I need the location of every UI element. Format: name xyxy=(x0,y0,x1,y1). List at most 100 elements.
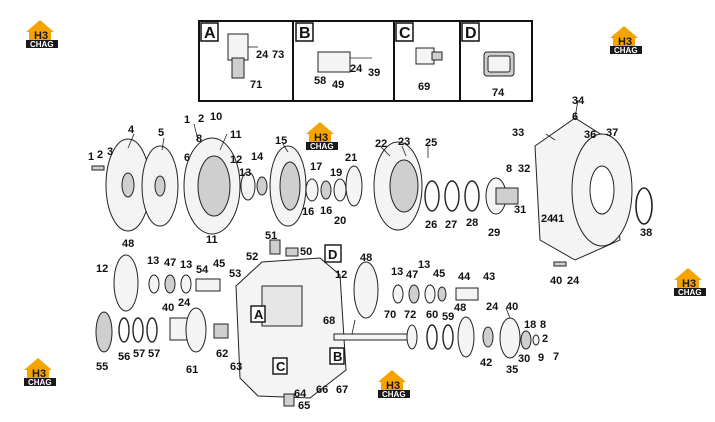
upper-assembly xyxy=(91,117,653,267)
callout-label: 36 xyxy=(584,129,596,141)
marker-a: A xyxy=(254,307,264,322)
callout-label: 45 xyxy=(433,268,445,280)
callout-label: 41 xyxy=(552,213,564,225)
main-shaft-part xyxy=(333,333,415,341)
callout-label: 20 xyxy=(334,215,346,227)
inset-panel: A 24 73 71 B 58 49 24 39 C 69 xyxy=(198,20,533,102)
callout-label: 34 xyxy=(572,95,585,107)
inset-a: A 24 73 71 xyxy=(200,22,284,91)
callout-label: 8 xyxy=(196,133,202,145)
logo-caption: CHAG xyxy=(30,40,54,49)
callout-label: 1 xyxy=(184,114,190,126)
inset-letter: D xyxy=(465,25,477,42)
callout-label: 9 xyxy=(538,352,544,364)
callout-label: 57 xyxy=(133,348,145,360)
callout-label: 55 xyxy=(96,361,108,373)
callout-label: 59 xyxy=(442,311,454,323)
lower-assembly xyxy=(95,239,540,407)
callout-label: 35 xyxy=(506,364,518,376)
gear-part xyxy=(113,254,139,312)
inset-letter: B xyxy=(299,25,311,42)
callout-label: 72 xyxy=(404,309,416,321)
callout-label: 32 xyxy=(518,163,530,175)
callout-label: 17 xyxy=(310,161,322,173)
callout-label: 48 xyxy=(454,302,466,314)
callout-label: 64 xyxy=(294,388,307,400)
callout-label: 3 xyxy=(107,146,113,158)
callout-label: 70 xyxy=(384,309,396,321)
callout-label: 43 xyxy=(483,271,495,283)
callout-label: 29 xyxy=(488,227,500,239)
callout-label: 47 xyxy=(406,269,418,281)
bracket-plate-part xyxy=(317,51,351,73)
seal-part xyxy=(95,311,113,353)
callout-label: 48 xyxy=(360,252,372,264)
inset-letter: C xyxy=(399,25,411,42)
callout-label: 13 xyxy=(147,255,159,267)
callout-label: 39 xyxy=(368,67,380,79)
callout-label: 74 xyxy=(492,87,505,99)
callout-label: 60 xyxy=(426,309,438,321)
logo-watermark: H3 CHAG xyxy=(26,20,58,49)
callout-label: 24 xyxy=(541,213,554,225)
callout-label: 33 xyxy=(512,127,524,139)
callout-label: 40 xyxy=(506,301,518,313)
callout-label: 25 xyxy=(425,137,437,149)
logo-watermark: H3 CHAG xyxy=(306,122,338,151)
inset-c: C 69 xyxy=(395,22,443,93)
logo-caption: CHAG xyxy=(310,142,334,151)
sensor-part xyxy=(415,47,435,65)
callout-label: 13 xyxy=(239,167,251,179)
seal-ring-part xyxy=(464,180,480,212)
drain-plug-part xyxy=(283,393,295,407)
transmission-housing-part xyxy=(235,257,347,399)
callout-label: 48 xyxy=(122,238,134,250)
callout-label: 13 xyxy=(391,266,403,278)
callout-label: 30 xyxy=(518,353,530,365)
yoke-flange-part xyxy=(499,317,521,359)
logo-watermark: H3 CHAG xyxy=(378,370,410,399)
location-markers: A C B D xyxy=(250,244,345,375)
callout-label: 24 xyxy=(567,275,580,287)
callout-label: 24 xyxy=(256,49,269,61)
shaft-part xyxy=(455,287,479,301)
callout-label: 56 xyxy=(118,351,130,363)
logo-mark: H3 xyxy=(386,380,400,392)
shaft-part xyxy=(195,278,221,292)
inset-letter: A xyxy=(204,25,216,42)
callout-label: 12 xyxy=(96,263,108,275)
callout-label: 42 xyxy=(480,357,492,369)
callout-label: 16 xyxy=(320,205,332,217)
callout-label: 49 xyxy=(332,79,344,91)
callout-label: 7 xyxy=(553,351,559,363)
callout-label: 6 xyxy=(572,111,578,123)
inset-b: B 58 49 24 39 xyxy=(295,22,380,91)
logo-mark: H3 xyxy=(314,132,328,144)
callout-label: 12 xyxy=(335,269,347,281)
callout-label: 69 xyxy=(418,81,430,93)
seal-ring-part xyxy=(444,180,460,212)
callout-label: 58 xyxy=(314,75,326,87)
callout-label: 28 xyxy=(466,217,478,229)
gear-part xyxy=(353,261,379,319)
marker-c: C xyxy=(276,359,286,374)
leader-lines xyxy=(127,99,579,335)
callout-labels: 48 12 13 47 13 54 45 53 52 51 50 40 24 5… xyxy=(96,230,559,412)
callout-label: 1 xyxy=(88,151,94,163)
logo-mark: H3 xyxy=(682,278,696,290)
callout-label: 24 xyxy=(350,63,363,75)
bolt-part xyxy=(553,261,567,267)
callout-label: 14 xyxy=(251,151,264,163)
callout-label: 62 xyxy=(216,348,228,360)
callout-label: 11 xyxy=(206,234,218,246)
marker-d: D xyxy=(328,247,337,262)
callout-label: 73 xyxy=(272,49,284,61)
callout-label: 23 xyxy=(398,136,410,148)
marker-b: B xyxy=(333,349,342,364)
callout-label: 13 xyxy=(180,259,192,271)
callout-label: 6 xyxy=(184,152,190,164)
logo-mark: H3 xyxy=(34,30,48,42)
logo-caption: CHAG xyxy=(678,288,702,297)
callout-label: 16 xyxy=(302,206,314,218)
